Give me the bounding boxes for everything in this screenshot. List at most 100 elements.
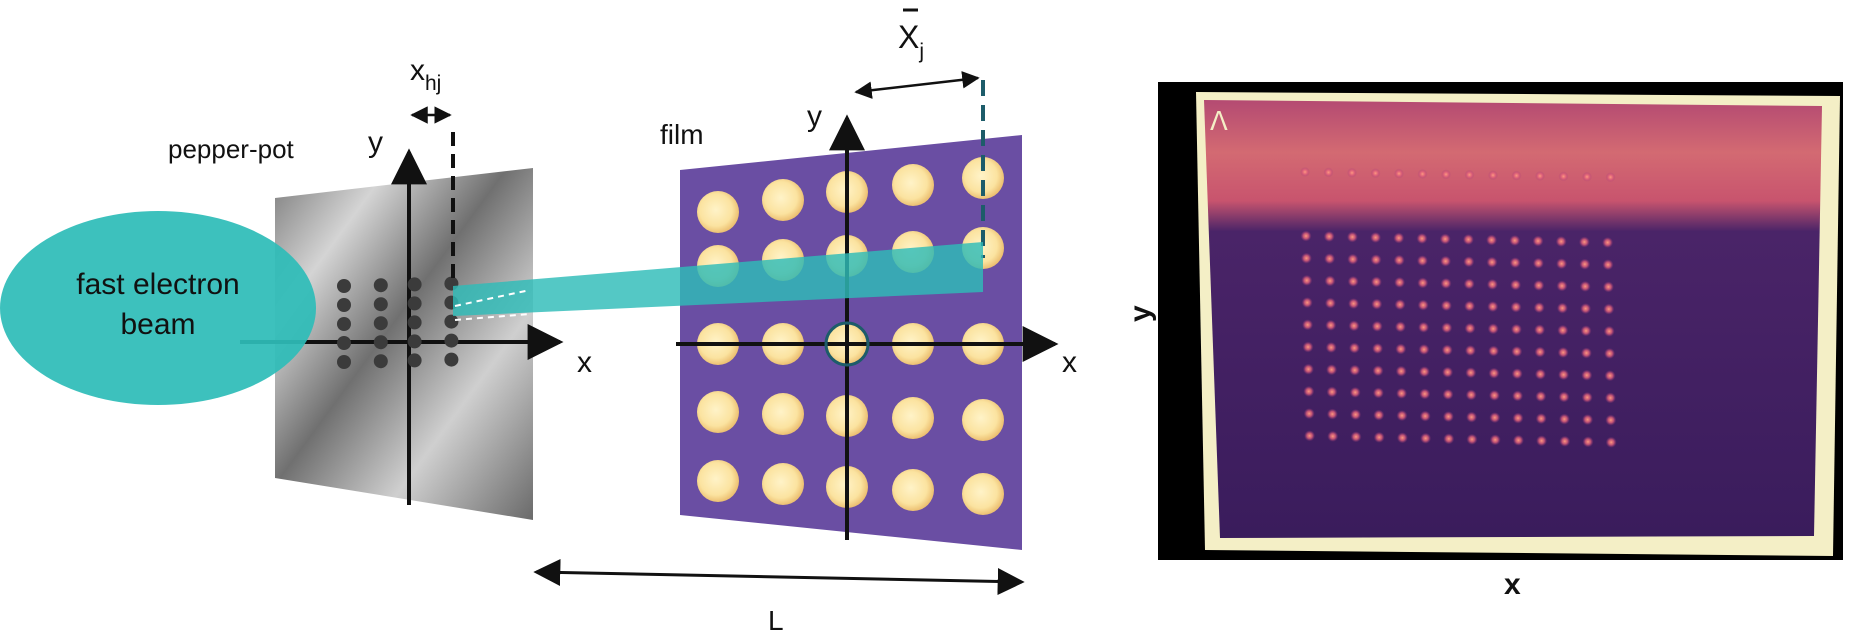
photo-x-label: x <box>1504 568 1521 601</box>
photo-spot <box>1303 385 1315 397</box>
film-spot <box>697 460 739 502</box>
photo-spots <box>1300 167 1617 448</box>
photo-spot <box>1396 387 1408 399</box>
pepper-pot-hole <box>407 334 422 349</box>
beamlet <box>453 242 983 316</box>
photo-spot <box>1325 342 1337 353</box>
photo-spot <box>1300 252 1312 264</box>
photo-spot <box>1441 169 1451 180</box>
photo-spot <box>1582 414 1594 426</box>
photo-spot <box>1578 236 1590 248</box>
pepper-pot-hole <box>407 353 422 368</box>
photo-spot <box>1465 367 1477 379</box>
photo-spot <box>1582 171 1592 182</box>
photo-spot <box>1510 301 1522 313</box>
photo-spot <box>1582 436 1594 448</box>
photo-spot <box>1302 341 1314 353</box>
photo-spot <box>1532 235 1544 247</box>
photo-spot <box>1372 365 1384 377</box>
plate-x-label: x <box>577 346 592 379</box>
photo-spot <box>1602 259 1614 271</box>
photo-spot <box>1486 234 1498 246</box>
photo-spot <box>1327 430 1339 442</box>
photo-spot <box>1602 281 1614 293</box>
photo-spot <box>1557 347 1569 358</box>
photo-spot <box>1462 234 1474 245</box>
photo-spot <box>1348 298 1360 310</box>
photo-spot <box>1604 348 1616 359</box>
photo-spot <box>1396 410 1408 422</box>
photo-spot <box>1466 411 1478 423</box>
photo-spot <box>1395 343 1407 355</box>
photo-spot <box>1580 325 1592 337</box>
photo-spot <box>1533 279 1545 291</box>
electron-beam-group: fast electron beam <box>0 211 316 405</box>
photo-spot <box>1372 387 1384 399</box>
photo-spot <box>1603 325 1615 337</box>
photo-spot <box>1302 319 1314 331</box>
photo-spot <box>1440 255 1452 267</box>
photo-spot <box>1535 390 1547 402</box>
film-y-label: y <box>807 100 822 133</box>
photo-spot <box>1487 301 1499 313</box>
photo-spot <box>1324 297 1336 309</box>
photo-spot <box>1419 410 1431 422</box>
photo-spot <box>1442 388 1454 400</box>
photo-spot <box>1373 409 1385 421</box>
pepper-pot-hole <box>337 298 351 312</box>
pepper-pot-hole <box>444 314 459 329</box>
x-hj-label: xhj <box>410 54 441 95</box>
photo-spot <box>1326 408 1338 420</box>
photo-spot <box>1556 258 1568 270</box>
photo-film <box>1204 100 1822 538</box>
photo-spot <box>1602 237 1614 248</box>
distance-L-arrow <box>533 559 1025 595</box>
photo-spot <box>1463 256 1475 268</box>
photo-spot <box>1512 434 1524 446</box>
photo-spot <box>1324 253 1336 265</box>
pepper-pot-hole <box>373 316 388 331</box>
pepper-pot-hole <box>373 297 388 312</box>
photo-spot <box>1347 275 1359 287</box>
pepper-pot-hole <box>407 315 422 330</box>
photo-spot <box>1418 366 1430 378</box>
photo-spot <box>1558 413 1570 425</box>
photo-spot <box>1535 171 1545 181</box>
photo-spot <box>1489 434 1501 446</box>
film-spot <box>962 399 1004 441</box>
pepper-pot-hole <box>337 279 351 293</box>
photo-spot <box>1510 279 1522 291</box>
photo-spot <box>1464 345 1476 356</box>
photo-spot <box>1417 299 1429 311</box>
photo-spot <box>1604 370 1616 382</box>
film-group: film y x Xj <box>660 8 1077 550</box>
X-bar-label: Xj <box>898 19 924 63</box>
photo-spot <box>1581 369 1593 381</box>
beam-label-line2: beam <box>120 308 195 341</box>
photo-spot <box>1418 344 1430 355</box>
distance-L-group: L <box>533 559 1025 636</box>
film-spot <box>892 469 934 511</box>
photo-spot <box>1558 369 1570 381</box>
photo-spot <box>1556 302 1568 314</box>
photo-y-label: y <box>1124 305 1157 322</box>
photo-spot <box>1302 363 1314 375</box>
photo-spot <box>1580 347 1592 359</box>
photo-spot <box>1440 300 1452 312</box>
beamlet-dashed-bottom <box>454 313 531 321</box>
photo-spot <box>1463 278 1475 290</box>
photo-spot <box>1349 364 1361 376</box>
photo-spot <box>1487 323 1499 335</box>
photo-spot <box>1556 280 1568 292</box>
photo-spot <box>1558 391 1570 403</box>
photo-spot <box>1441 322 1453 334</box>
photo-spot <box>1346 231 1358 243</box>
film-spot <box>697 391 739 433</box>
beam-label-line1: fast electron <box>76 268 239 301</box>
photo-spot <box>1323 167 1334 178</box>
photo-spot <box>1464 300 1476 312</box>
photo-spot <box>1394 321 1406 333</box>
photo-spot <box>1347 167 1357 178</box>
photo-spot <box>1509 235 1521 246</box>
